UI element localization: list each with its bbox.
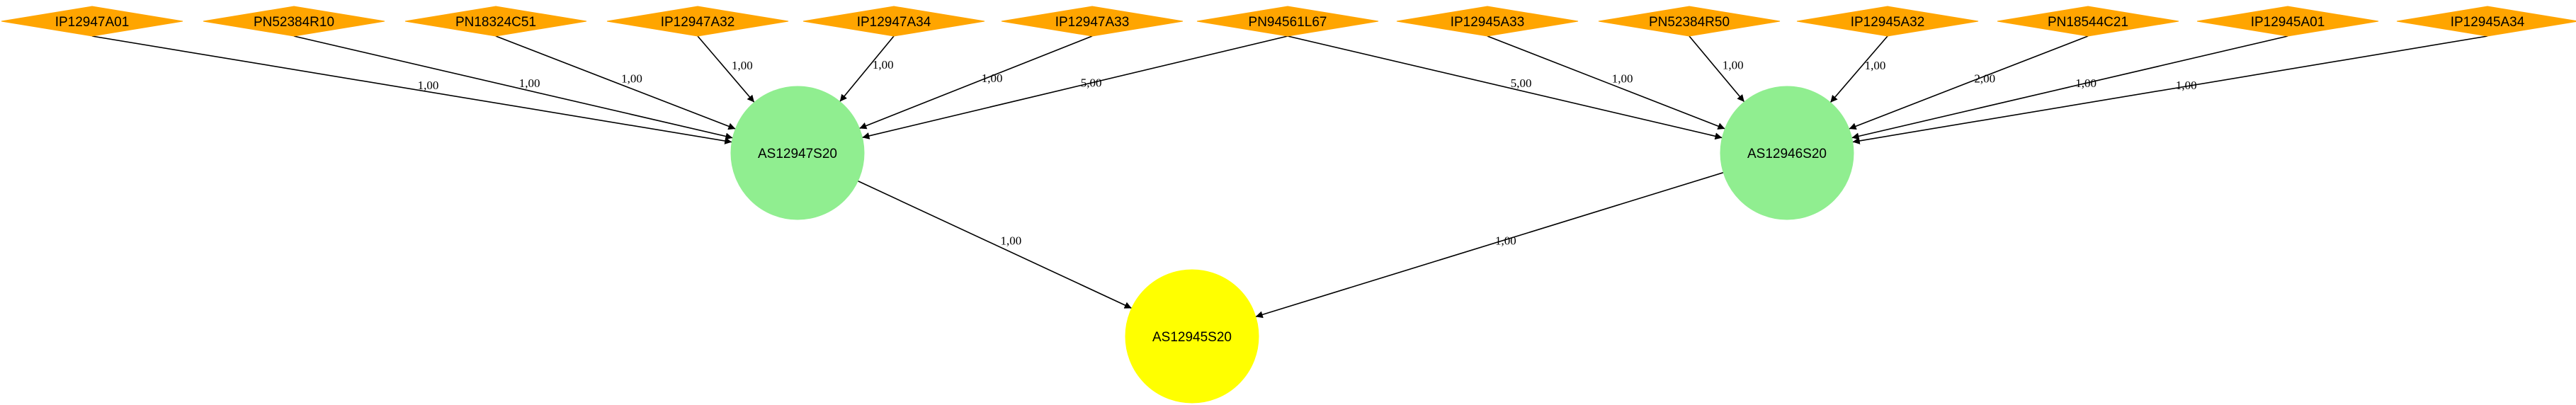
node-ip12945a34[interactable]: IP12945A34 <box>2396 6 2576 37</box>
edge-ip12945a01-to-as12946s20: 1,00 <box>1851 35 2288 140</box>
node-label: PN52384R50 <box>1649 15 1730 30</box>
edge-label: 1,00 <box>1723 58 1744 72</box>
edge-label: 1,00 <box>621 72 642 86</box>
node-ip12945a33[interactable]: IP12945A33 <box>1396 6 1579 37</box>
part-diamond-shape <box>2196 6 2379 37</box>
edge-ip12945a34-to-as12946s20: 1,00 <box>1852 35 2488 144</box>
node-pn18324c51[interactable]: PN18324C51 <box>404 6 587 37</box>
part-diamond-shape <box>404 6 587 37</box>
edge-ip12947a32-to-as12947s20: 1,00 <box>697 35 755 103</box>
edge-ip12945a33-to-as12946s20: 1,00 <box>1487 35 1725 130</box>
edge-pn18324c51-to-as12947s20: 1,00 <box>495 35 736 130</box>
part-diamond-shape <box>1997 6 2179 37</box>
node-label: PN94561L67 <box>1249 15 1327 30</box>
node-label: IP12947A34 <box>857 15 931 30</box>
node-as12945s20[interactable]: AS12945S20 <box>1125 269 1259 404</box>
edge-line <box>857 180 1133 309</box>
node-label: IP12945A01 <box>2251 15 2325 30</box>
part-diamond-shape <box>606 6 789 37</box>
edge-line <box>1689 35 1745 103</box>
node-label: PN18544C21 <box>2048 15 2128 30</box>
edge-line <box>1255 171 1724 319</box>
edge-pn94561l67-to-as12946s20: 5,00 <box>1287 35 1723 140</box>
node-pn18544c21[interactable]: PN18544C21 <box>1997 6 2179 37</box>
part-diamond-shape <box>1196 6 1379 37</box>
edge-as12946s20-to-as12945s20: 1,00 <box>1255 171 1724 319</box>
edge-ip12947a34-to-as12947s20: 1,00 <box>839 35 895 102</box>
part-diamond-shape <box>203 6 385 37</box>
edge-line <box>1287 35 1723 140</box>
edge-label: 1,00 <box>2075 76 2096 90</box>
node-ip12947a01[interactable]: IP12947A01 <box>1 6 183 37</box>
edge-as12947s20-to-as12945s20: 1,00 <box>857 180 1133 309</box>
edge-label: 1,00 <box>519 76 540 90</box>
edge-line <box>293 35 733 140</box>
node-label: AS12946S20 <box>1747 147 1827 161</box>
edge-pn52384r50-to-as12946s20: 1,00 <box>1689 35 1745 103</box>
node-as12947s20[interactable]: AS12947S20 <box>730 86 865 220</box>
node-pn52384r50[interactable]: PN52384R50 <box>1598 6 1781 37</box>
edge-label: 1,00 <box>1612 72 1633 85</box>
edge-pn94561l67-to-as12947s20: 5,00 <box>862 35 1288 139</box>
edge-ip12947a01-to-as12947s20: 1,00 <box>91 35 732 144</box>
node-ip12947a33[interactable]: IP12947A33 <box>1001 6 1184 37</box>
root-assembly-circle <box>1125 269 1259 404</box>
part-diamond-shape <box>1 6 183 37</box>
edge-label: 5,00 <box>1511 76 1532 90</box>
node-label: AS12947S20 <box>758 147 837 161</box>
edge-label: 1,00 <box>1495 234 1516 248</box>
edge-line <box>91 35 732 144</box>
edge-label: 1,00 <box>873 58 894 72</box>
edge-label: 5,00 <box>1081 76 1102 90</box>
node-label: PN52384R10 <box>254 15 334 30</box>
edge-line <box>1852 35 2488 144</box>
node-label: IP12947A32 <box>661 15 735 30</box>
edge-label: 1,00 <box>732 59 753 72</box>
node-ip12945a01[interactable]: IP12945A01 <box>2196 6 2379 37</box>
edge-line <box>862 35 1288 139</box>
edge-ip12945a32-to-as12946s20: 1,00 <box>1829 35 1888 103</box>
edge-line <box>1851 35 2288 140</box>
node-pn52384r10[interactable]: PN52384R10 <box>203 6 385 37</box>
part-diamond-shape <box>1796 6 1979 37</box>
node-ip12947a32[interactable]: IP12947A32 <box>606 6 789 37</box>
edge-line <box>859 35 1093 130</box>
node-ip12945a32[interactable]: IP12945A32 <box>1796 6 1979 37</box>
edge-line <box>1487 35 1725 130</box>
edge-line <box>697 35 755 103</box>
edges-layer: 1,00 1,00 1,00 1,00 1,00 1,00 5,00 5,00 1,00 1,00… <box>91 35 2488 319</box>
edge-ip12947a33-to-as12947s20: 1,00 <box>859 35 1093 130</box>
part-diamond-shape <box>802 6 985 37</box>
edge-label: 2,00 <box>1974 72 1995 85</box>
nodes-layer: IP12947A01 PN52384R10 PN18324C51 IP12947A32… <box>1 6 2576 404</box>
edge-line <box>1849 35 2089 130</box>
node-label: PN18324C51 <box>455 15 536 30</box>
part-diamond-shape <box>2396 6 2576 37</box>
edge-pn18544c21-to-as12946s20: 2,00 <box>1849 35 2089 130</box>
part-diamond-shape <box>1001 6 1184 37</box>
node-label: IP12947A01 <box>55 15 130 30</box>
part-diamond-shape <box>1396 6 1579 37</box>
node-label: IP12947A33 <box>1055 15 1130 30</box>
edge-label: 1,00 <box>2176 79 2197 92</box>
edge-label: 1,00 <box>1865 59 1886 72</box>
edge-pn52384r10-to-as12947s20: 1,00 <box>293 35 733 140</box>
node-label: IP12945A32 <box>1851 15 1925 30</box>
node-as12946s20[interactable]: AS12946S20 <box>1720 86 1854 220</box>
edge-label: 1,00 <box>982 72 1003 85</box>
node-label: AS12945S20 <box>1152 330 1232 345</box>
node-label: IP12945A34 <box>2451 15 2525 30</box>
edge-line <box>495 35 736 130</box>
edge-line <box>1829 35 1888 103</box>
node-label: IP12945A33 <box>1451 15 1525 30</box>
edge-label: 1,00 <box>1001 234 1022 248</box>
node-pn94561l67[interactable]: PN94561L67 <box>1196 6 1379 37</box>
part-diamond-shape <box>1598 6 1781 37</box>
edge-label: 1,00 <box>418 79 439 92</box>
assembly-circle <box>730 86 865 220</box>
edge-line <box>839 35 895 102</box>
assembly-circle <box>1720 86 1854 220</box>
node-ip12947a34[interactable]: IP12947A34 <box>802 6 985 37</box>
